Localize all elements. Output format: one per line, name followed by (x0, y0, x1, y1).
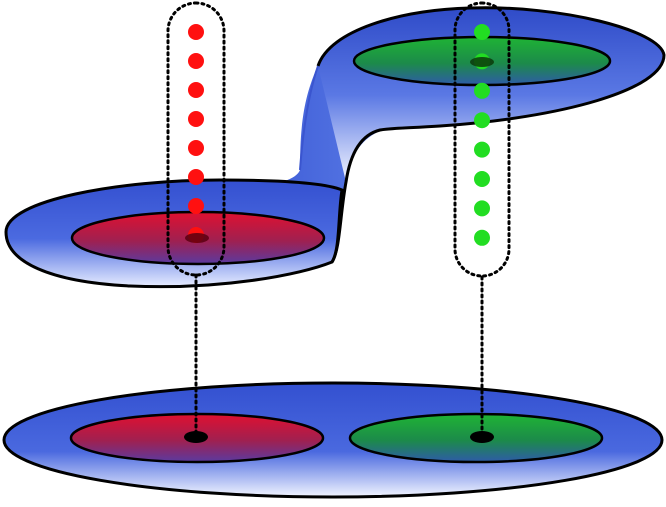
upper-surface (6, 8, 664, 287)
green-fiber-dot (474, 83, 490, 99)
green-fiber-dot (474, 171, 490, 187)
red-fiber-dot (188, 140, 204, 156)
upper-red-base-point (185, 233, 209, 243)
upper-green-base-point (470, 57, 494, 67)
green-fiber-dot (474, 142, 490, 158)
green-fiber-dot (474, 230, 490, 246)
green-fiber-dot (474, 112, 490, 128)
lower-surface (4, 383, 662, 497)
red-fiber-dot (188, 24, 204, 40)
green-fiber-dot (474, 24, 490, 40)
red-fiber-dot (188, 169, 204, 185)
green-fiber-dot (474, 200, 490, 216)
red-fiber-dot (188, 111, 204, 127)
red-dot-column (188, 24, 204, 243)
lower-red-base-point (184, 431, 208, 443)
red-fiber-dot (188, 198, 204, 214)
lower-green-base-point (470, 431, 494, 443)
red-fiber-dot (188, 82, 204, 98)
red-fiber-dot (188, 53, 204, 69)
